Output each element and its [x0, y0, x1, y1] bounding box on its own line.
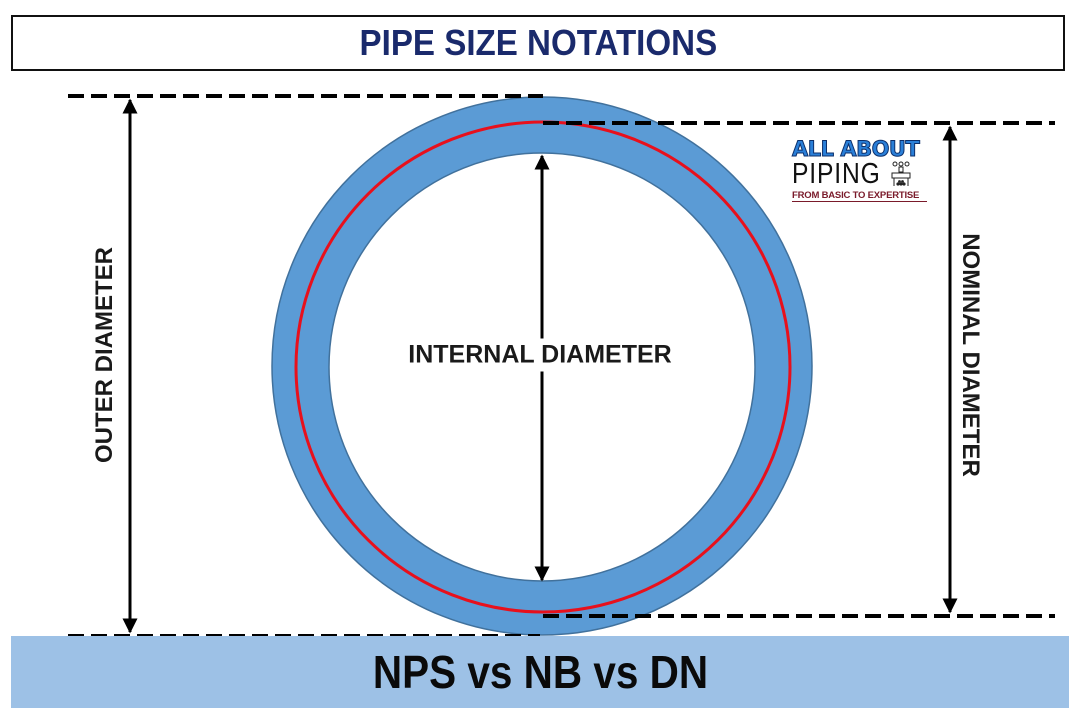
- page-title: PIPE SIZE NOTATIONS: [359, 22, 717, 63]
- title-box: PIPE SIZE NOTATIONS: [11, 15, 1065, 71]
- all-about-piping-logo: ALL ABOUT PIPING FROM BASIC TO EXPERTISE: [792, 138, 927, 202]
- footer-title: NPS vs NB vs DN: [372, 646, 708, 698]
- nominal-diameter-label: NOMINAL DIAMETER: [957, 233, 984, 477]
- valve-icon: [891, 161, 911, 186]
- logo-line2: PIPING: [792, 158, 881, 190]
- pipe-wall: [271, 96, 813, 636]
- internal-diameter-label: INTERNAL DIAMETER: [402, 338, 678, 372]
- logo-tagline: FROM BASIC TO EXPERTISE: [792, 190, 927, 202]
- outer-diameter-label: OUTER DIAMETER: [91, 247, 118, 463]
- footer-banner: NPS vs NB vs DN: [11, 636, 1069, 708]
- logo-line1: ALL ABOUT: [792, 137, 921, 161]
